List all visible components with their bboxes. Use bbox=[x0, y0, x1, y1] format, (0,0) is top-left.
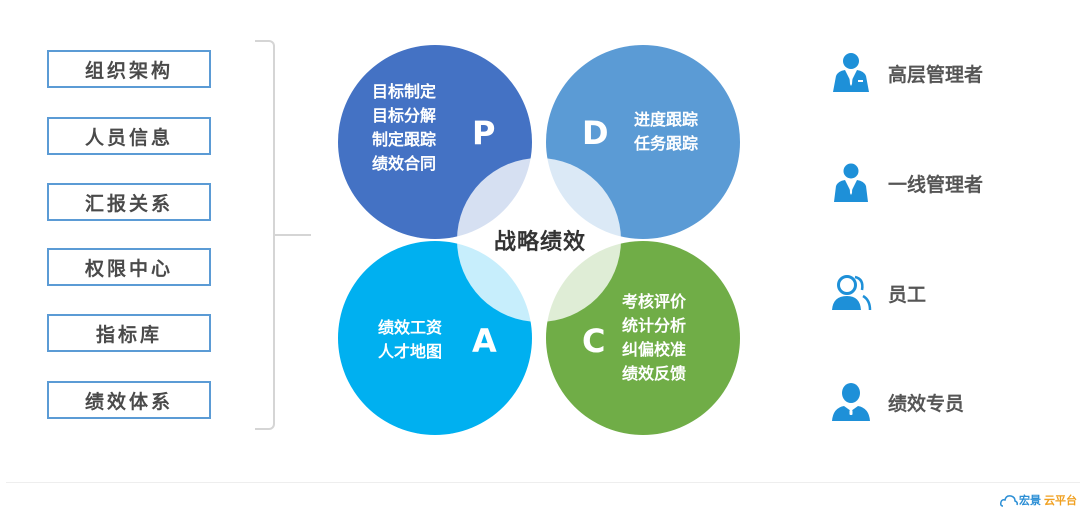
act-item: 绩效工资 bbox=[378, 318, 443, 337]
do-item: 进度跟踪 bbox=[634, 110, 699, 129]
module-personnel-info: 人员信息 bbox=[47, 117, 211, 155]
check-item: 考核评价 bbox=[622, 292, 687, 311]
logo-brand: 宏景 bbox=[1019, 494, 1041, 507]
brand-logo: 宏景 云平台 bbox=[1000, 492, 1077, 508]
module-label: 组织架构 bbox=[84, 59, 173, 82]
do-letter: D bbox=[582, 114, 609, 152]
role-employee: 员工 bbox=[830, 272, 926, 314]
role-label: 一线管理者 bbox=[888, 173, 984, 196]
plan-item: 目标制定 bbox=[372, 82, 437, 101]
role-frontline-manager: 一线管理者 bbox=[830, 162, 983, 204]
plan-letter: P bbox=[472, 114, 496, 152]
module-permission-center: 权限中心 bbox=[47, 248, 211, 286]
center-title: 战略绩效 bbox=[493, 230, 586, 255]
module-label: 汇报关系 bbox=[84, 192, 173, 215]
act-item: 人才地图 bbox=[378, 342, 443, 361]
do-item: 任务跟踪 bbox=[634, 134, 699, 153]
plan-item: 目标分解 bbox=[372, 106, 437, 125]
check-item: 统计分析 bbox=[622, 316, 687, 335]
module-label: 权限中心 bbox=[84, 257, 173, 280]
check-items: 考核评价 统计分析 纠偏校准 绩效反馈 bbox=[622, 290, 686, 386]
role-label: 绩效专员 bbox=[888, 392, 965, 415]
module-label: 人员信息 bbox=[84, 126, 173, 149]
act-letter: A bbox=[472, 322, 497, 360]
do-items: 进度跟踪 任务跟踪 bbox=[634, 108, 698, 156]
bracket-divider bbox=[255, 40, 275, 430]
plan-item: 制定跟踪 bbox=[372, 130, 437, 149]
plan-item: 绩效合同 bbox=[372, 154, 437, 173]
module-performance-system: 绩效体系 bbox=[47, 381, 211, 419]
role-label: 员工 bbox=[888, 283, 927, 306]
logo-suffix: 云平台 bbox=[1044, 494, 1077, 507]
role-performance-specialist: 绩效专员 bbox=[830, 381, 964, 423]
module-indicator-library: 指标库 bbox=[47, 314, 211, 352]
check-letter: C bbox=[582, 322, 606, 360]
executive-icon bbox=[833, 53, 869, 92]
plan-items: 目标制定 目标分解 制定跟踪 绩效合同 bbox=[372, 80, 436, 176]
role-label: 高层管理者 bbox=[888, 63, 984, 86]
module-label: 指标库 bbox=[95, 323, 162, 346]
check-item: 绩效反馈 bbox=[622, 364, 687, 383]
role-executive: 高层管理者 bbox=[830, 52, 983, 94]
module-label: 绩效体系 bbox=[84, 390, 173, 413]
specialist-icon bbox=[832, 383, 870, 421]
cloud-icon bbox=[1000, 495, 1018, 507]
center-star bbox=[457, 158, 621, 322]
module-reporting-relations: 汇报关系 bbox=[47, 183, 211, 221]
employees-icon bbox=[832, 275, 872, 311]
footer-divider bbox=[6, 482, 1080, 483]
act-items: 绩效工资 人才地图 bbox=[378, 316, 442, 364]
manager-icon bbox=[834, 163, 868, 202]
check-item: 纠偏校准 bbox=[622, 340, 687, 359]
bracket-tip bbox=[275, 234, 311, 236]
module-org-structure: 组织架构 bbox=[47, 50, 211, 88]
